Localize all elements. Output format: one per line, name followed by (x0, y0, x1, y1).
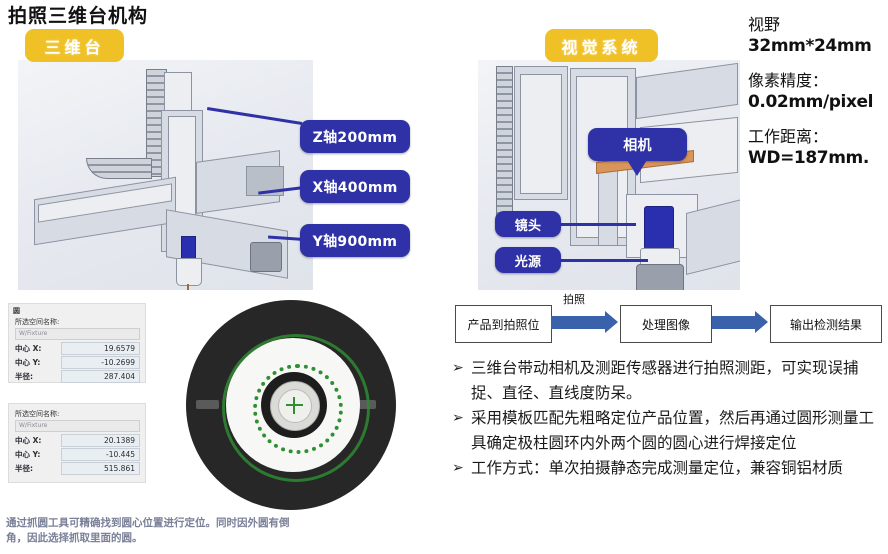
spec-item-working-distance: 工作距离： WD=187mm. (748, 126, 888, 169)
measurement-value-radius: 287.404 (61, 369, 140, 383)
measurement-value-center-x: 19.6579 (61, 341, 140, 355)
measurement-row: 中心 X: 20.1389 (15, 433, 140, 447)
flow-step-process-image: 处理图像 (620, 305, 712, 343)
detected-inner-circle (253, 364, 343, 454)
measurement-value-center-y: -10.445 (61, 447, 140, 461)
spec-label-fov: 视野 (748, 15, 781, 34)
spec-label-pixel-accuracy: 像素精度： (748, 71, 829, 90)
measurement-value-radius: 515.861 (61, 461, 140, 475)
bullet-text: 采用模板匹配先粗略定位产品位置，然后再通过圆形测量工具确定极柱圆环内外两个圆的圆… (471, 409, 875, 452)
flow-arrow-1 (551, 311, 618, 333)
spec-item-pixel-accuracy: 像素精度： 0.02mm/pixel (748, 70, 888, 113)
measurement-key-radius: 半径: (15, 371, 33, 381)
callout-lens: 镜头 (495, 211, 561, 237)
callout-x-axis: X轴400mm (300, 170, 410, 203)
leader-line-lens (558, 223, 636, 226)
vision-spec-block: 视野 32mm*24mm 像素精度： 0.02mm/pixel 工作距离： WD… (748, 14, 888, 182)
bullet-item: ➢ 采用模板匹配先粗略定位产品位置，然后再通过圆形测量工具确定极柱圆环内外两个圆… (452, 406, 888, 455)
measurement-panel-inner-circle: 所选空间名称: W/Fixture 中心 X: 20.1389 中心 Y: -1… (8, 403, 146, 483)
bullet-marker-icon: ➢ (452, 360, 464, 376)
measurement-panel-title: 圆 (13, 307, 20, 315)
flow-arrow-2 (712, 311, 768, 333)
spec-item-fov: 视野 32mm*24mm (748, 14, 888, 57)
measurement-space-input[interactable]: W/Fixture (15, 420, 140, 432)
spec-value-pixel-accuracy: 0.02mm/pixel (748, 92, 874, 112)
inspected-part-image (178, 300, 404, 510)
spec-value-fov: 32mm*24mm (748, 36, 872, 56)
detected-outer-circle (222, 334, 370, 482)
leader-line-light (558, 259, 648, 262)
measurement-space-label: 所选空间名称: (15, 318, 60, 326)
part-image-caption: 通过抓圆工具可精确找到圆心位置进行定位。同时因外圆有倒角，因此选择抓取里面的圆。 (6, 517, 290, 544)
badge-three-d-stage: 三维台 (25, 29, 124, 62)
bullet-marker-icon: ➢ (452, 460, 464, 476)
part-hub-core (278, 389, 312, 423)
bullet-item: ➢ 三维台带动相机及测距传感器进行拍照测距，可实现误捕捉、直径、直线度防呆。 (452, 356, 888, 405)
measurement-space-input[interactable]: W/Fixture (15, 328, 140, 340)
callout-light-source: 光源 (495, 247, 561, 273)
measurement-key-center-y: 中心 Y: (15, 449, 41, 459)
callout-y-axis: Y轴900mm (300, 224, 410, 257)
measurement-row: 半径: 287.404 (15, 369, 140, 383)
flow-step-output-result: 输出检测结果 (770, 305, 882, 343)
measurement-row: 中心 X: 19.6579 (15, 341, 140, 355)
flow-step-product-to-photo-position: 产品到拍照位 (455, 305, 552, 343)
callout-camera: 相机 (588, 128, 687, 161)
crosshair-vertical (293, 397, 295, 414)
spec-label-working-distance: 工作距离： (748, 127, 829, 146)
feature-bullet-list: ➢ 三维台带动相机及测距传感器进行拍照测距，可实现误捕捉、直径、直线度防呆。 ➢… (452, 356, 888, 482)
measurement-key-radius: 半径: (15, 463, 33, 473)
measurement-row: 中心 Y: -10.445 (15, 447, 140, 461)
measurement-panel-outer-circle: 圆 所选空间名称: W/Fixture 中心 X: 19.6579 中心 Y: … (8, 303, 146, 383)
bullet-marker-icon: ➢ (452, 410, 464, 426)
measurement-value-center-x: 20.1389 (61, 433, 140, 447)
measurement-row: 半径: 515.861 (15, 461, 140, 475)
bullet-text: 工作方式：单次拍摄静态完成测量定位，兼容铜铝材质 (471, 459, 844, 477)
process-flow-chart: 产品到拍照位 拍照 处理图像 输出检测结果 (455, 293, 885, 349)
flow-arrow-label-photograph: 拍照 (563, 293, 585, 306)
bullet-text: 三维台带动相机及测距传感器进行拍照测距，可实现误捕捉、直径、直线度防呆。 (471, 359, 859, 402)
measurement-row: 中心 Y: -10.2699 (15, 355, 140, 369)
measurement-key-center-y: 中心 Y: (15, 357, 41, 367)
measurement-value-center-y: -10.2699 (61, 355, 140, 369)
vision-system-photo (478, 60, 740, 290)
measurement-space-label: 所选空间名称: (15, 410, 60, 418)
measurement-key-center-x: 中心 X: (15, 435, 42, 445)
callout-z-axis: Z轴200mm (300, 120, 410, 153)
spec-value-working-distance: WD=187mm. (748, 148, 869, 168)
badge-vision-system: 视觉系统 (545, 29, 658, 62)
bullet-item: ➢ 工作方式：单次拍摄静态完成测量定位，兼容铜铝材质 (452, 456, 888, 481)
part-notch-left (196, 400, 219, 409)
three-d-stage-photo (18, 60, 313, 290)
page-title: 拍照三维台机构 (8, 5, 149, 27)
measurement-key-center-x: 中心 X: (15, 343, 42, 353)
callout-camera-tail (627, 160, 647, 176)
